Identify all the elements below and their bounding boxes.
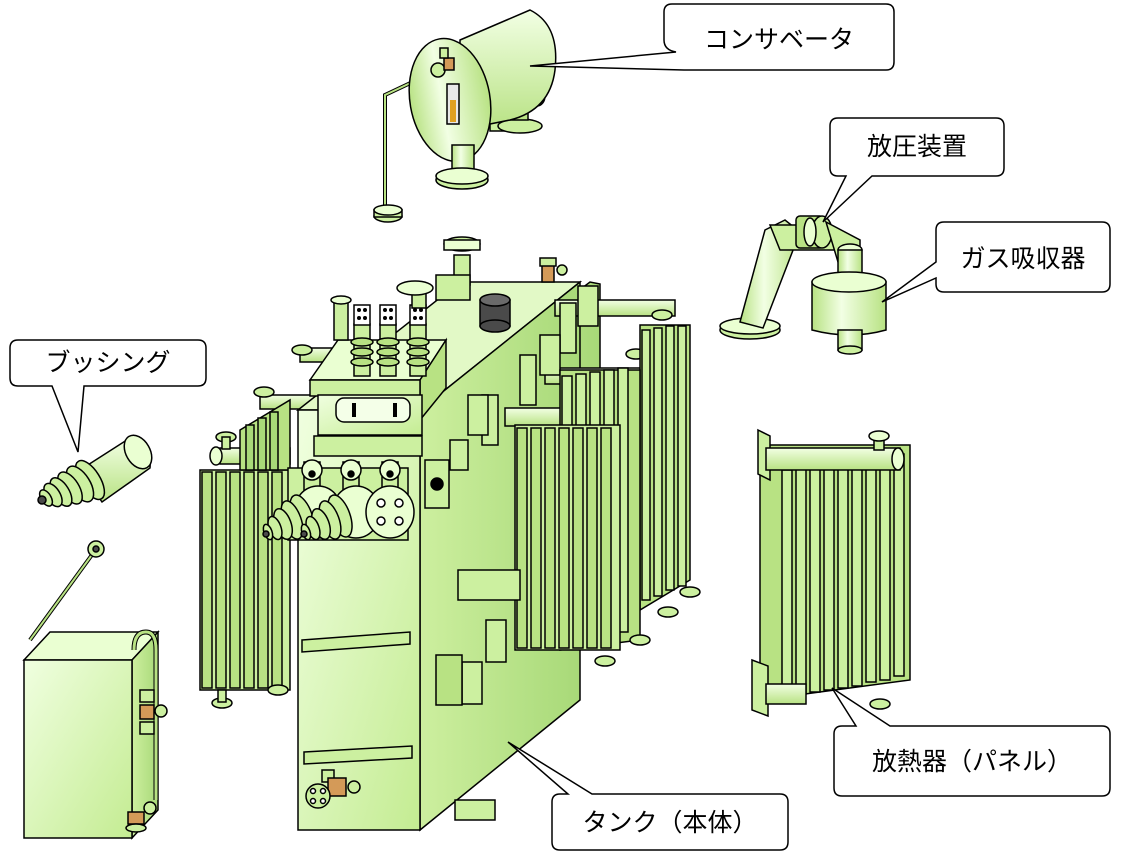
transformer-assembly	[199, 236, 701, 832]
callout-label-tank: タンク（本体）	[582, 808, 757, 837]
callout-conservator: コンサベータ	[529, 3, 895, 71]
radiator-panel-part	[751, 428, 911, 718]
callout-label-radiator: 放熱器（パネル）	[872, 747, 1072, 776]
pressure-relief-and-gas-absorber	[719, 215, 887, 355]
callout-tank: タンク（本体）	[507, 741, 789, 851]
callout-label-gas-absorber: ガス吸収器	[960, 244, 1085, 273]
hv-bushings	[262, 459, 415, 541]
left-radiator-bank	[199, 398, 291, 709]
callout-gas-absorber: ガス吸収器	[881, 221, 1111, 303]
callout-pressure-relief: 放圧装置	[822, 117, 1005, 223]
tank-front-details	[301, 631, 413, 809]
callout-label-conservator: コンサベータ	[704, 25, 854, 54]
callout-label-bushing: ブッシング	[45, 348, 170, 377]
callout-radiator: 放熱器（パネル）	[831, 687, 1111, 797]
top-fittings	[330, 236, 568, 341]
callout-label-pressure-relief: 放圧装置	[867, 132, 967, 161]
control-box	[22, 540, 168, 840]
tank-side-fittings	[424, 394, 521, 821]
right-radiator-bank	[514, 324, 701, 667]
lv-terminals	[350, 304, 430, 377]
bushing-part	[37, 434, 153, 508]
conservator	[373, 9, 557, 223]
callout-bushing: ブッシング	[9, 339, 207, 453]
